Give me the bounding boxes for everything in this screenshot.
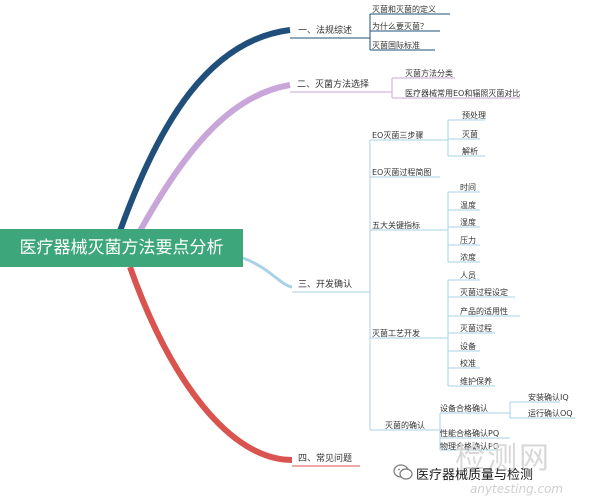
b3-dev-maintenance: 维护保养 <box>460 377 492 386</box>
b3-group-key-indicators: 五大关键指标 <box>372 221 420 230</box>
wechat-icon <box>393 464 413 480</box>
b2-child-comparison: 医疗器械常用EO和辐照灭菌对比 <box>405 89 521 98</box>
b3-indicator-time: 时间 <box>460 183 476 192</box>
b3-val-physical-pq: 物理合格确认PQ <box>440 442 500 451</box>
branch-common-questions: 四、常见问题 <box>298 454 353 464</box>
b3-step-sterilize: 灭菌 <box>462 130 478 139</box>
watermark-text: 医疗器械质量与检测 <box>416 468 534 483</box>
b3-dev-calibration: 校准 <box>460 359 476 368</box>
b1-child-definition: 灭菌和灭菌的定义 <box>372 5 436 14</box>
b3-dev-personnel: 人员 <box>460 271 476 280</box>
b3-group-validation: 灭菌的确认 <box>385 421 425 430</box>
b3-step-precondition: 预处理 <box>462 111 486 120</box>
b3-group-eo-diagram: EO灭菌过程简图 <box>372 168 432 177</box>
b3-indicator-pressure: 压力 <box>460 236 476 245</box>
b3-indicator-humidity: 湿度 <box>460 218 476 227</box>
branch-method-selection: 二、灭菌方法选择 <box>297 80 370 90</box>
branch-regulations: 一、法规综述 <box>298 26 353 36</box>
watermark-url: anytesting.com <box>470 482 564 496</box>
b3-dev-equipment: 设备 <box>460 342 476 351</box>
b3-step-aeration: 解析 <box>462 147 478 156</box>
b3-group-eo-steps: EO灭菌三步骤 <box>372 131 424 140</box>
b3-group-process-dev: 灭菌工艺开发 <box>372 329 420 338</box>
b3-val-oq: 运行确认OQ <box>528 409 573 418</box>
b1-child-standard: 灭菌国际标准 <box>372 41 420 50</box>
b3-val-equipment-qualification: 设备合格确认 <box>440 404 488 413</box>
b3-indicator-concentration: 浓度 <box>460 253 476 262</box>
b3-indicator-temperature: 温度 <box>460 201 476 210</box>
watermark-big: 检测网 <box>455 441 551 476</box>
b3-dev-process-setting: 灭菌过程设定 <box>460 288 508 297</box>
b3-dev-process: 灭菌过程 <box>460 324 492 333</box>
b3-val-performance-pq: 性能合格确认PQ <box>440 429 500 438</box>
branch-development: 三、开发确认 <box>298 280 353 290</box>
b2-child-classification: 灭菌方法分类 <box>405 69 453 78</box>
b3-val-iq: 安装确认IQ <box>528 393 569 402</box>
root-node: 医疗器械灭菌方法要点分析 <box>0 229 243 267</box>
b3-dev-product-suitability: 产品的适用性 <box>460 307 508 316</box>
b1-child-why: 为什么要灭菌？ <box>372 22 428 31</box>
